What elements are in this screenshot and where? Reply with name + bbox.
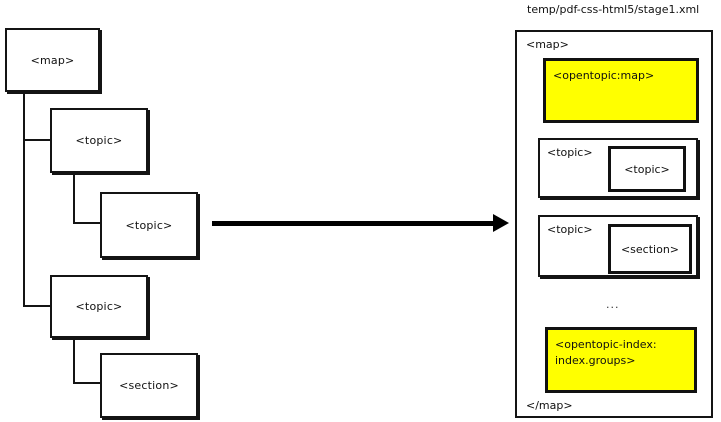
result-group-topic-section: <topic> <section> (538, 215, 698, 277)
tree-node-topic2-label: <topic> (125, 218, 173, 232)
connector-topic3-section-v (73, 338, 75, 384)
connector-topic3-section-h (73, 382, 102, 384)
connector-map-topic3 (23, 305, 52, 307)
arrow-head-icon (493, 214, 509, 232)
connector-topic1-topic2-h (73, 222, 102, 224)
highlight-box-opentopic-index-label: <opentopic-index: index.groups> (555, 338, 657, 367)
tree-node-section-label: <section> (119, 379, 179, 392)
result-group-topic-topic: <topic> <topic> (538, 138, 698, 198)
result-inner-section-label: <section> (620, 242, 680, 256)
connector-trunk (23, 92, 25, 307)
tree-node-topic3: <topic> (50, 275, 148, 338)
highlight-box-opentopic-map: <opentopic:map> (543, 58, 699, 123)
connector-map-topic1 (23, 139, 52, 141)
tree-node-topic1-label: <topic> (75, 134, 123, 147)
tree-node-map-label: <map> (30, 53, 75, 67)
result-group-topic-topic-label: <topic> (547, 146, 593, 159)
tree-node-section: <section> (100, 353, 198, 418)
tree-node-topic1: <topic> (50, 108, 148, 173)
highlight-box-opentopic-map-label: <opentopic:map> (553, 69, 655, 82)
result-group-topic-section-label: <topic> (547, 223, 593, 236)
tree-node-map: <map> (5, 28, 100, 92)
result-inner-topic: <topic> (608, 146, 686, 192)
panel-title: temp/pdf-css-html5/stage1.xml (527, 3, 700, 16)
result-ellipsis: ... (606, 298, 620, 311)
tree-node-topic2: <topic> (100, 192, 198, 258)
arrow-shaft (212, 221, 495, 226)
connector-topic1-topic2-v (73, 173, 75, 224)
tree-node-topic3-label: <topic> (75, 300, 123, 313)
panel-close-tag: </map> (526, 399, 573, 412)
highlight-box-opentopic-index: <opentopic-index: index.groups> (545, 327, 697, 393)
panel-open-tag: <map> (526, 38, 569, 51)
result-inner-section: <section> (608, 224, 692, 274)
result-inner-topic-label: <topic> (624, 162, 670, 176)
